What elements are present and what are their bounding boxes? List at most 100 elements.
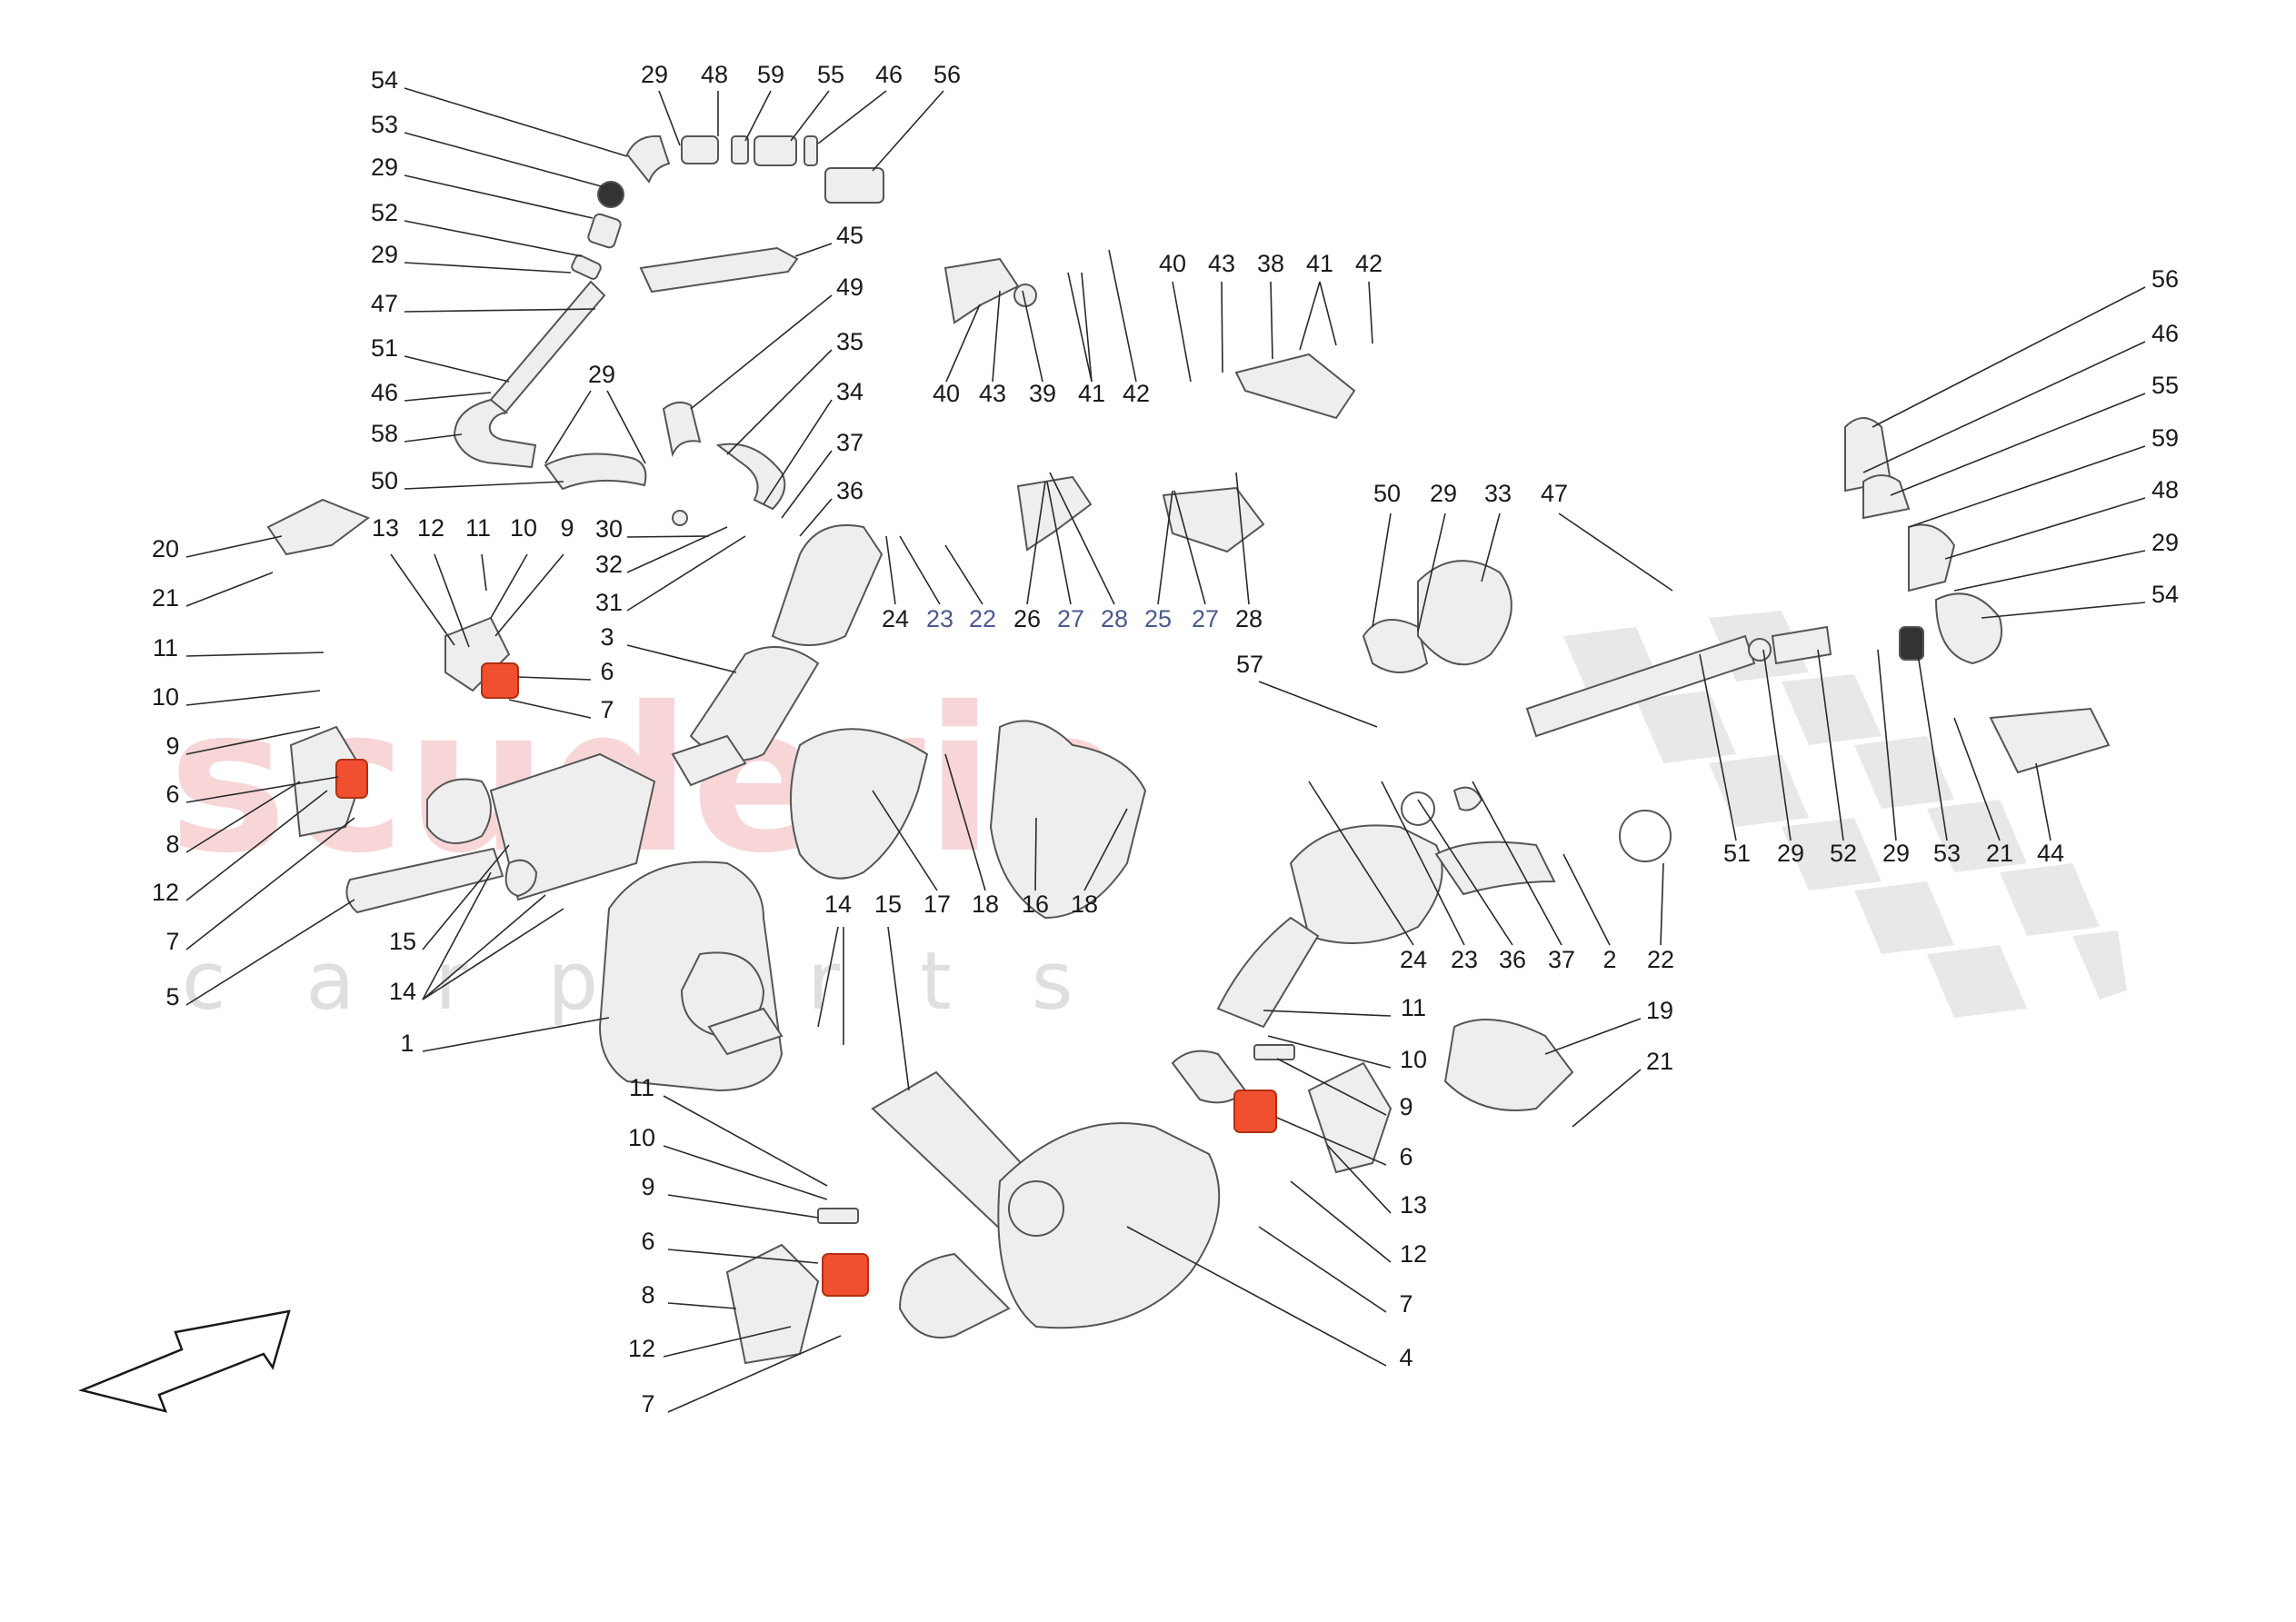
callout-21: 21	[152, 584, 179, 612]
callout-19: 19	[1646, 997, 1673, 1024]
callout-29: 29	[588, 361, 615, 388]
callout-4: 4	[1399, 1344, 1413, 1371]
callout-26: 26	[1013, 605, 1041, 632]
callout-21: 21	[1646, 1048, 1673, 1075]
callout-46: 46	[2151, 320, 2179, 347]
callout-50: 50	[371, 467, 398, 494]
callout-53: 53	[1933, 840, 1961, 867]
callout-8: 8	[165, 831, 179, 858]
callout-54: 54	[2151, 581, 2179, 608]
parts-drawing	[266, 134, 2111, 1365]
center-silencer-assembly	[707, 1007, 1247, 1338]
rubber-bushes	[335, 662, 1277, 1297]
callout-6: 6	[1399, 1143, 1413, 1170]
callout-36: 36	[1499, 946, 1526, 973]
callout-55: 55	[817, 61, 844, 88]
callout-23: 23	[1451, 946, 1478, 973]
callout-1: 1	[400, 1030, 414, 1057]
callout-7: 7	[165, 928, 179, 955]
callout-12: 12	[152, 879, 179, 906]
callout-51: 51	[371, 334, 398, 362]
callout-6: 6	[641, 1228, 654, 1255]
callout-9: 9	[1399, 1093, 1413, 1120]
callout-44: 44	[2037, 840, 2064, 867]
callout-16: 16	[1022, 891, 1049, 918]
callout-37: 37	[836, 429, 863, 456]
callout-52: 52	[371, 199, 398, 226]
callout-46: 46	[875, 61, 903, 88]
callout-27: 27	[1057, 605, 1084, 632]
bush-6-left	[335, 759, 368, 799]
callout-3: 3	[600, 623, 614, 651]
callout-58: 58	[371, 420, 398, 447]
callout-41: 41	[1306, 250, 1333, 277]
callout-24: 24	[1400, 946, 1427, 973]
callout-7: 7	[1399, 1290, 1413, 1318]
callout-9: 9	[641, 1173, 654, 1200]
callout-30: 30	[595, 515, 623, 542]
callout-10: 10	[628, 1124, 655, 1151]
callout-18: 18	[972, 891, 999, 918]
callout-39: 39	[1029, 380, 1056, 407]
callout-43: 43	[979, 380, 1006, 407]
bush-6-right	[1233, 1090, 1277, 1133]
callout-10: 10	[510, 514, 537, 542]
callout-23: 23	[926, 605, 953, 632]
callout-31: 31	[595, 589, 623, 616]
callout-49: 49	[836, 274, 863, 301]
callout-55: 55	[2151, 372, 2179, 399]
callout-20: 20	[152, 535, 179, 562]
callout-21: 21	[1986, 840, 2013, 867]
callout-10: 10	[152, 683, 179, 711]
callout-24: 24	[882, 605, 909, 632]
brackets-top-center	[943, 257, 1356, 553]
callout-14: 14	[389, 978, 416, 1005]
callout-56: 56	[933, 61, 961, 88]
callout-48: 48	[701, 61, 728, 88]
callout-6: 6	[165, 781, 179, 808]
right-upper-pipe-assembly	[1362, 417, 2111, 1111]
callout-15: 15	[874, 891, 902, 918]
callout-53: 53	[371, 111, 398, 138]
callout-7: 7	[641, 1390, 654, 1418]
callout-52: 52	[1830, 840, 1857, 867]
callout-22: 22	[1647, 946, 1674, 973]
callout-59: 59	[2151, 424, 2179, 452]
callout-57: 57	[1236, 651, 1263, 678]
callout-13: 13	[372, 514, 399, 542]
callout-41: 41	[1078, 380, 1105, 407]
bush-6-upper	[481, 662, 519, 699]
callout-35: 35	[836, 328, 863, 355]
callout-27: 27	[1192, 605, 1219, 632]
callout-2: 2	[1602, 946, 1616, 973]
callout-29: 29	[1882, 840, 1910, 867]
callout-36: 36	[836, 477, 863, 504]
callout-10: 10	[1400, 1046, 1427, 1073]
callout-29: 29	[1430, 480, 1457, 507]
callout-5: 5	[165, 983, 179, 1010]
callout-48: 48	[2151, 476, 2179, 503]
callout-54: 54	[371, 66, 398, 94]
callout-12: 12	[417, 514, 444, 542]
leader-lines	[185, 87, 2146, 1413]
callout-13: 13	[1400, 1191, 1427, 1219]
callout-59: 59	[757, 61, 784, 88]
callout-12: 12	[628, 1335, 655, 1362]
callout-32: 32	[595, 551, 623, 578]
callout-29: 29	[2151, 529, 2179, 556]
callout-47: 47	[1541, 480, 1568, 507]
callout-50: 50	[1373, 480, 1401, 507]
heat-shields-center	[790, 720, 1147, 920]
callout-29: 29	[371, 241, 398, 268]
callout-11: 11	[153, 634, 178, 662]
callout-37: 37	[1548, 946, 1575, 973]
direction-arrow-icon	[77, 1309, 291, 1413]
callout-46: 46	[371, 379, 398, 406]
callout-45: 45	[836, 222, 863, 249]
catalytic-converter-upper-left	[671, 524, 883, 787]
callout-9: 9	[560, 514, 574, 542]
callout-40: 40	[933, 380, 960, 407]
callout-25: 25	[1144, 605, 1172, 632]
callout-43: 43	[1208, 250, 1235, 277]
